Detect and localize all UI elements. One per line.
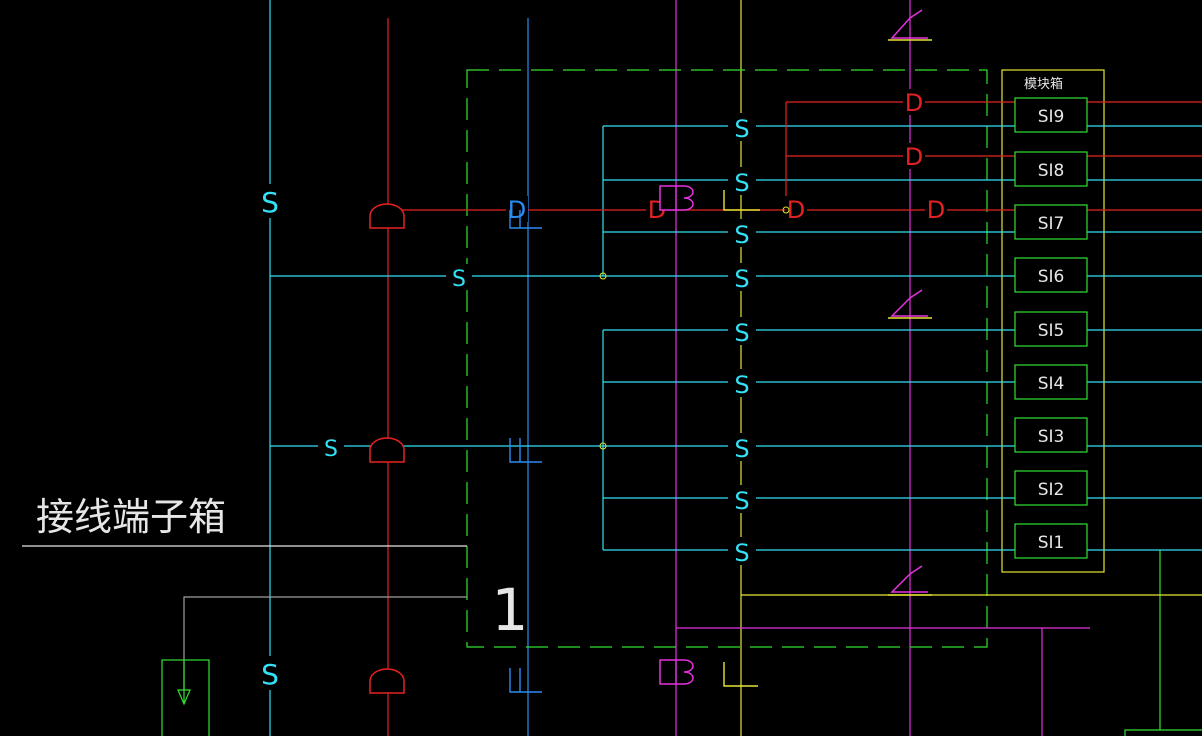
module-cell: SI7 [1014, 204, 1088, 240]
s-symbol: S [734, 487, 749, 515]
k-symbol [890, 9, 928, 39]
blue-bracket-symbols [509, 210, 542, 693]
b-symbol [659, 659, 694, 685]
module-cell: SI3 [1014, 417, 1088, 453]
module-cell: SI6 [1014, 257, 1088, 293]
s-symbol: S [734, 265, 749, 293]
junction-dot [599, 442, 607, 450]
k-symbol [890, 289, 928, 317]
s-symbol: S [261, 186, 279, 219]
module-label: SI2 [1038, 480, 1065, 500]
terminal-number: 1 [492, 576, 529, 644]
d-symbol: D [905, 89, 923, 117]
terminal-box-label: 接线端子箱 [36, 495, 226, 539]
yellow-bracket-symbols [723, 190, 760, 687]
module-label: SI5 [1038, 321, 1065, 341]
dome-symbol [369, 203, 405, 229]
module-label: SI3 [1038, 427, 1065, 447]
module-label: SI1 [1038, 533, 1065, 553]
gray-leader-line [183, 596, 467, 690]
module-cell: SI1 [1014, 523, 1088, 559]
s-symbol: S [734, 169, 749, 197]
red-dome-symbols [369, 203, 405, 694]
s-symbol: S [734, 435, 749, 463]
down-arrow-icon [177, 660, 191, 706]
module-box-title: 模块箱 [1024, 76, 1063, 92]
bracket-symbol [509, 668, 542, 693]
s-symbol: S [734, 319, 749, 347]
magenta-b-symbols [659, 185, 694, 685]
module-list: SI9 SI8 SI7 SI6 SI5 SI4 SI3 SI2 SI1 [1014, 97, 1088, 559]
green-device-box [161, 659, 210, 736]
module-label: SI9 [1038, 107, 1065, 127]
module-box-frame [1001, 69, 1105, 573]
junction-dot [599, 272, 607, 280]
s-symbols: S S S S S S S S S S S S S [250, 113, 756, 691]
bracket-symbol [509, 210, 542, 229]
red-junction [782, 206, 790, 214]
k-symbols [888, 9, 932, 596]
s-symbol: S [734, 221, 749, 249]
s-symbol: S [734, 115, 749, 143]
d-symbol: D [787, 196, 805, 224]
s-symbol: S [734, 539, 749, 567]
module-cell: SI8 [1014, 151, 1088, 187]
s-symbol: S [324, 437, 338, 462]
s-symbol: S [261, 658, 279, 691]
cyan-wire-group [270, 125, 1202, 551]
k-symbol [890, 565, 928, 593]
d-symbols: D D D D D [646, 89, 947, 224]
d-symbol: D [905, 143, 923, 171]
module-cell: SI2 [1014, 470, 1088, 506]
module-label: SI6 [1038, 267, 1065, 287]
yellow-bracket [723, 190, 760, 211]
d-symbol: D [927, 196, 945, 224]
module-label: SI7 [1038, 214, 1065, 234]
module-label: SI4 [1038, 374, 1065, 394]
green-wire-bottom-right [1124, 729, 1202, 736]
s-symbol: S [734, 371, 749, 399]
module-cell: SI4 [1014, 364, 1088, 400]
s-symbol: S [452, 267, 466, 292]
b-symbol [659, 185, 694, 211]
yellow-bracket [723, 662, 758, 687]
dome-symbol [369, 437, 405, 463]
module-cell: SI9 [1014, 97, 1088, 133]
terminal-box-boundary [466, 69, 988, 648]
bracket-symbol [509, 438, 542, 463]
d-symbol-blue: D [508, 196, 526, 224]
dome-symbol [369, 668, 405, 694]
module-label: SI8 [1038, 161, 1065, 181]
module-cell: SI5 [1014, 311, 1088, 347]
